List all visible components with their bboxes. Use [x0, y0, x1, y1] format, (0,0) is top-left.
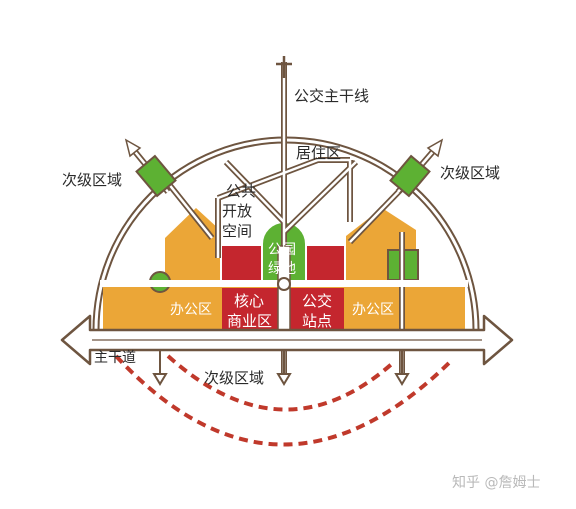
- label-residential: 居住区: [296, 144, 341, 162]
- transit-station-block: [290, 288, 344, 332]
- label-public-open-3: 空间: [222, 222, 252, 240]
- label-transit-1: 公交: [302, 292, 332, 310]
- label-office-right: 办公区: [352, 302, 394, 318]
- label-public-open-1: 公共: [226, 182, 256, 200]
- office-block-left: [165, 208, 220, 284]
- main-road-arrow: [60, 314, 514, 366]
- transit-trunk-marker: [276, 56, 292, 78]
- label-secondary-bottom: 次级区域: [204, 369, 264, 387]
- down-arrows: [152, 350, 410, 386]
- gateway-right: [389, 138, 444, 198]
- label-park-2: 绿地: [268, 261, 296, 277]
- catchment-arc-inner: [166, 354, 396, 412]
- core-commercial-block: [222, 288, 278, 332]
- label-secondary-right: 次级区域: [440, 164, 500, 182]
- transit-node-center: [277, 277, 291, 291]
- watermark: 知乎 @詹姆士: [452, 474, 540, 491]
- label-office-left: 办公区: [170, 302, 212, 318]
- label-core-1: 核心: [234, 292, 264, 310]
- label-public-trunk-line: 公交主干线: [294, 87, 369, 105]
- label-main-road: 主干道: [94, 350, 136, 366]
- label-transit-2: 站点: [302, 312, 332, 330]
- label-secondary-left: 次级区域: [62, 171, 122, 189]
- gateway-left: [124, 138, 177, 198]
- label-park-1: 公园: [268, 242, 296, 258]
- label-core-2: 商业区: [227, 312, 272, 330]
- label-public-open-2: 开放: [222, 202, 252, 220]
